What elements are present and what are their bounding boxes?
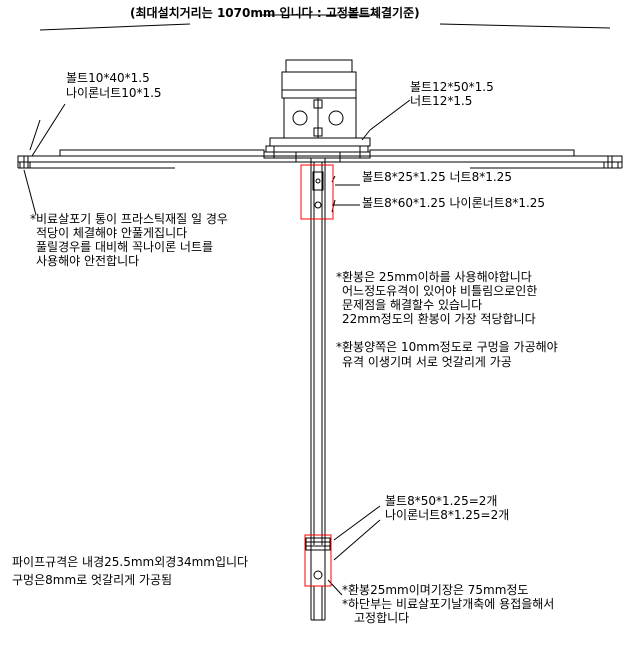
label-bolt-top-left-2: 나이론너트10*1.5 — [66, 86, 162, 100]
motor-housing — [269, 59, 371, 147]
label-bolt-top-right-2: 너트12*1.5 — [410, 94, 473, 108]
label-bolt-8-25: 볼트8*25*1.25 너트8*1.25 — [362, 170, 512, 184]
upper-coupling — [312, 171, 324, 209]
upper-highlight — [300, 164, 334, 220]
label-bolt-top-right-1: 볼트12*50*1.5 — [410, 80, 494, 94]
note-rod-2: 어느정도유격이 있어야 비틀림으로인한 — [342, 284, 538, 298]
note-rod-3: 문제점을 해결할수 있습니다 — [342, 298, 483, 312]
label-pipe-2: 구멍은8mm로 엇갈리게 가공됨 — [12, 573, 173, 587]
note-bottom-2: *하단부는 비료살포기날개축에 용접을해서 — [342, 597, 555, 611]
label-bolt-8-50-1: 볼트8*50*1.25=2개 — [385, 494, 498, 508]
note-rod-4: 22mm정도의 환봉이 가장 적당합니다 — [342, 312, 536, 326]
note-hole-1: *환봉양쪽은 10mm정도로 구멍을 가공해야 — [336, 340, 558, 354]
label-pipe-1: 파이프규격은 내경25.5mm외경34mm입니다 — [12, 555, 249, 569]
note-plastic-4: 사용해야 안전합니다 — [36, 254, 140, 268]
lower-highlight — [304, 534, 332, 587]
flange-stack — [263, 145, 371, 163]
label-bolt-8-60: 볼트8*60*1.25 나이론너트8*1.25 — [362, 196, 546, 210]
label-bolt-8-50-2: 나이론너트8*1.25=2개 — [385, 508, 510, 522]
lower-coupling — [305, 537, 331, 580]
top-rule-left — [39, 23, 191, 31]
note-plastic-2: 적당이 체결해야 안풀게집니다 — [36, 226, 188, 240]
note-bottom-3: 고정합니다 — [354, 611, 410, 625]
note-plastic-3: 풀릴경우를 대비해 꼭나이론 너트를 — [36, 240, 214, 254]
vertical-shaft — [310, 158, 326, 621]
highlight-boxes — [300, 164, 334, 587]
note-plastic-1: *비료살포기 통이 프라스틱재질 일 경우 — [30, 212, 228, 226]
drawing-title: (최대설치거리는 1070mm 입니다 : 고정볼트체결기준) — [130, 6, 420, 20]
label-bolt-top-left-1: 볼트10*40*1.5 — [66, 71, 150, 85]
top-rule-right — [439, 23, 611, 29]
note-bottom-1: *환봉25mm이며기장은 75mm정도 — [342, 583, 529, 597]
note-hole-2: 유격 이생기며 서로 엇갈리게 가공 — [342, 355, 512, 369]
note-rod-1: *환봉은 25mm이하를 사용해야합니다 — [336, 270, 532, 284]
mounting-plate — [17, 149, 623, 169]
